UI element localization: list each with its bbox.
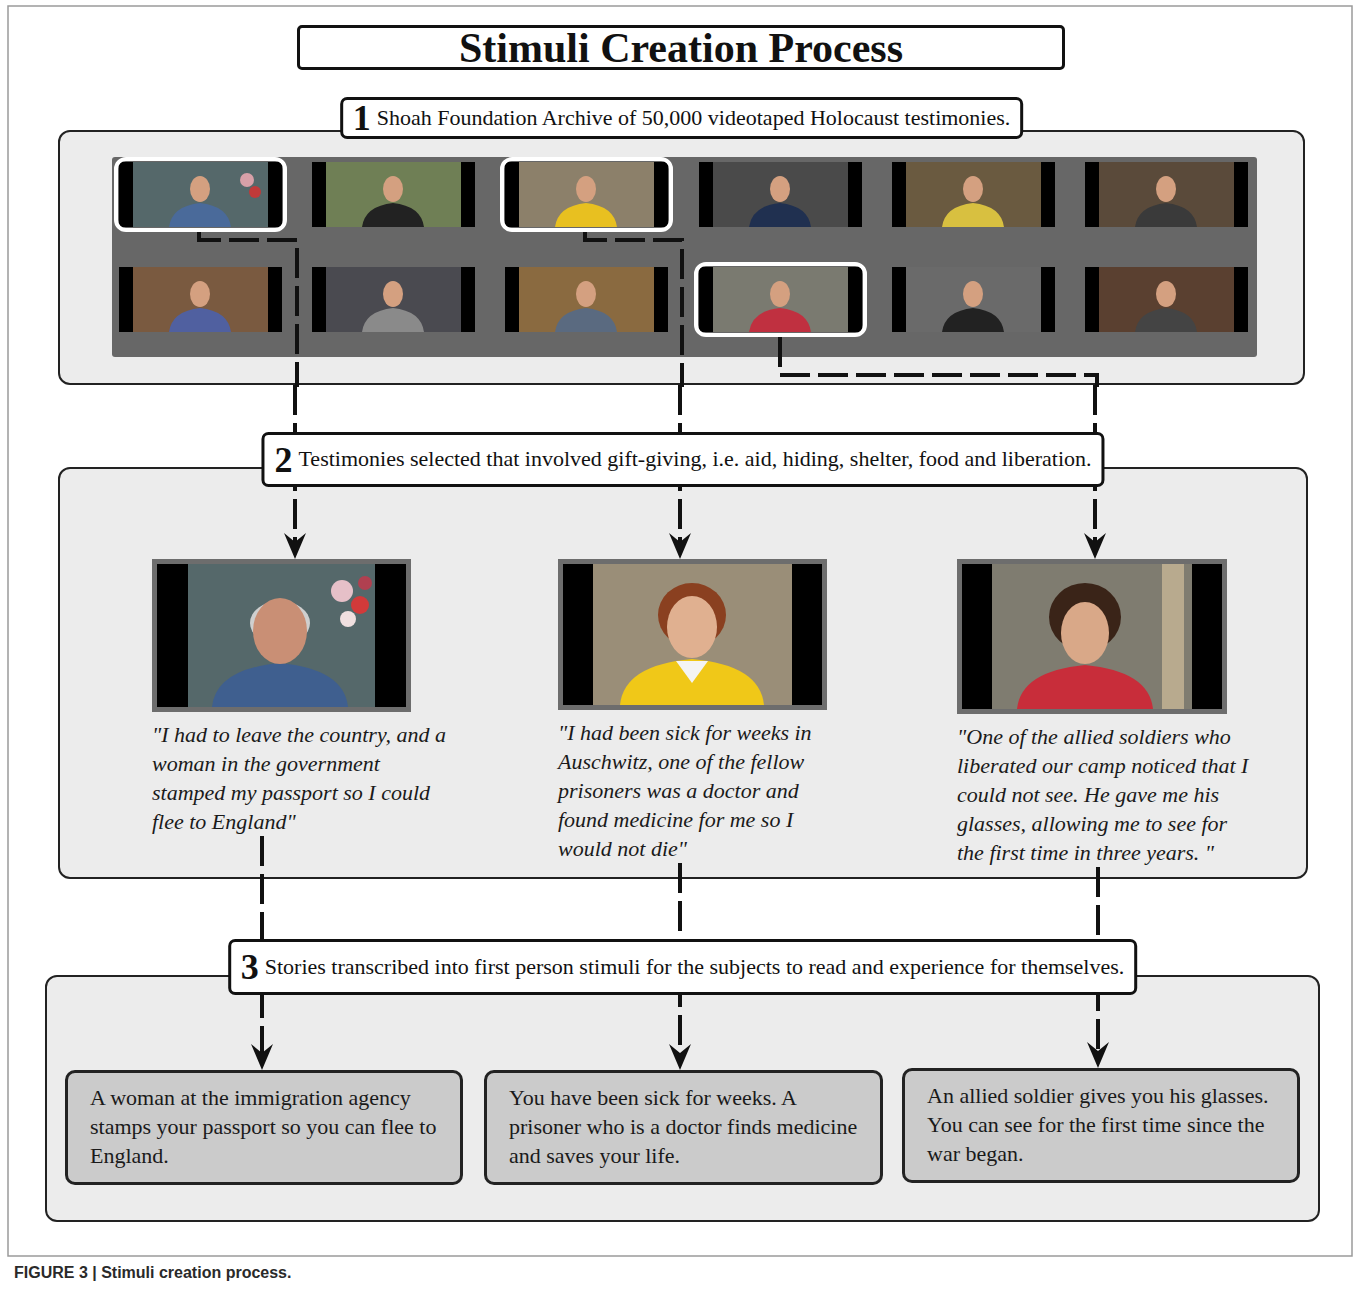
thumbnail bbox=[505, 267, 668, 332]
testimony-card: "One of the allied soldiers who liberate… bbox=[957, 559, 1252, 867]
testimony-quote: "One of the allied soldiers who liberate… bbox=[957, 722, 1252, 867]
testimony-photo bbox=[558, 559, 827, 710]
arrow-head bbox=[284, 533, 306, 559]
dashed-line bbox=[1093, 385, 1097, 542]
thumbnail bbox=[505, 162, 668, 227]
dashed-arrow bbox=[669, 385, 691, 559]
stimulus-box: A woman at the immigration agency stamps… bbox=[65, 1070, 463, 1185]
step-panel: 1Shoah Foundation Archive of 50,000 vide… bbox=[58, 130, 1305, 385]
arrow-head bbox=[669, 1044, 691, 1070]
arrow-head bbox=[1087, 1042, 1109, 1068]
thumbnail bbox=[699, 162, 862, 227]
title-box: Stimuli Creation Process bbox=[297, 25, 1065, 70]
step-number: 3 bbox=[241, 949, 259, 985]
dashed-arrow bbox=[669, 863, 691, 1070]
thumbnail bbox=[312, 162, 475, 227]
figure-title: Stimuli Creation Process bbox=[459, 27, 903, 69]
figure-caption: FIGURE 3 | Stimuli creation process. bbox=[14, 1264, 291, 1281]
step-text: Stories transcribed into first person st… bbox=[265, 954, 1125, 980]
stimulus-text: You have been sick for weeks. A prisoner… bbox=[509, 1083, 862, 1170]
stimulus-box: You have been sick for weeks. A prisoner… bbox=[484, 1070, 883, 1185]
step-heading: 2Testimonies selected that involved gift… bbox=[261, 432, 1104, 487]
selection-highlight bbox=[116, 159, 285, 230]
arrow-head bbox=[1084, 533, 1106, 559]
thumbnail bbox=[699, 267, 862, 332]
stimulus-box: An allied soldier gives you his glasses.… bbox=[902, 1068, 1300, 1183]
step-heading: 1Shoah Foundation Archive of 50,000 vide… bbox=[340, 97, 1024, 139]
dashed-arrow bbox=[1087, 867, 1109, 1068]
thumbnail bbox=[1085, 267, 1248, 332]
testimony-card: "I had been sick for weeks in Auschwitz,… bbox=[558, 559, 830, 863]
step-number: 2 bbox=[274, 442, 292, 478]
dashed-line bbox=[678, 863, 682, 1053]
thumbnail bbox=[119, 267, 282, 332]
thumbnail-band bbox=[112, 157, 1257, 357]
arrow-head bbox=[251, 1044, 273, 1070]
testimony-photo bbox=[152, 559, 411, 712]
step-number: 1 bbox=[353, 100, 371, 136]
dashed-arrow bbox=[251, 836, 273, 1070]
dashed-arrow bbox=[284, 385, 306, 559]
selection-leader bbox=[199, 232, 1097, 387]
testimony-card: "I had to leave the country, and a woman… bbox=[152, 559, 457, 836]
testimony-photo bbox=[957, 559, 1227, 714]
selection-highlight bbox=[696, 264, 865, 335]
thumbnail bbox=[312, 267, 475, 332]
dashed-line bbox=[1096, 867, 1100, 1051]
dashed-line bbox=[678, 385, 682, 542]
thumbnail bbox=[1085, 162, 1248, 227]
thumbnail bbox=[892, 162, 1055, 227]
step-panel: 3Stories transcribed into first person s… bbox=[45, 975, 1320, 1222]
testimony-quote: "I had been sick for weeks in Auschwitz,… bbox=[558, 718, 830, 863]
dashed-arrow bbox=[1084, 385, 1106, 559]
testimony-quote: "I had to leave the country, and a woman… bbox=[152, 720, 457, 836]
step-text: Shoah Foundation Archive of 50,000 video… bbox=[377, 105, 1011, 131]
frame-line bbox=[8, 6, 1352, 1256]
selection-highlight bbox=[502, 159, 671, 230]
dashed-line bbox=[293, 385, 297, 542]
archive-thumbnails bbox=[60, 132, 1307, 387]
stimulus-text: An allied soldier gives you his glasses.… bbox=[927, 1081, 1279, 1168]
arrow-head bbox=[669, 533, 691, 559]
stimulus-text: A woman at the immigration agency stamps… bbox=[90, 1083, 442, 1170]
dashed-line bbox=[260, 836, 264, 1053]
step-panel: 2Testimonies selected that involved gift… bbox=[58, 467, 1308, 879]
step-heading: 3Stories transcribed into first person s… bbox=[228, 939, 1138, 995]
thumbnail bbox=[119, 162, 282, 227]
thumbnail bbox=[892, 267, 1055, 332]
caption-holder: FIGURE 3 | Stimuli creation process. bbox=[14, 1264, 291, 1282]
step-text: Testimonies selected that involved gift-… bbox=[298, 446, 1091, 472]
